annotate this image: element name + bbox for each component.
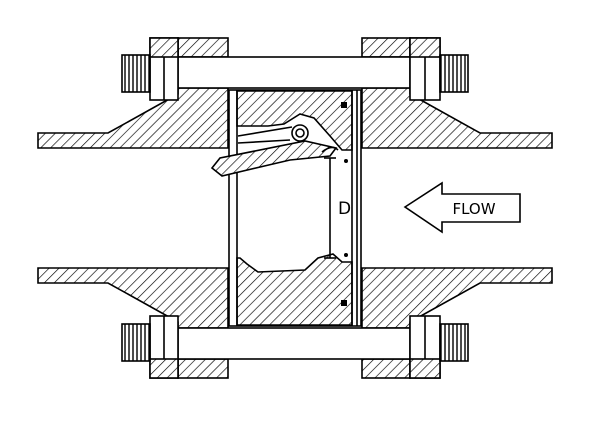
hinge-arm-lower bbox=[237, 139, 291, 144]
top-left-thread bbox=[121, 54, 151, 93]
seat-dot-top bbox=[344, 159, 348, 163]
left-flange-outer-top bbox=[177, 37, 229, 58]
valve-disc bbox=[210, 140, 338, 177]
disc-hook bbox=[321, 146, 339, 153]
seat-marker-top bbox=[341, 102, 347, 108]
nut-chamfer bbox=[409, 37, 441, 58]
seat-marker-bottom bbox=[341, 300, 347, 306]
bottom-left-nut bbox=[149, 315, 179, 379]
top-right-nut bbox=[409, 37, 441, 101]
top-right-thread bbox=[439, 54, 469, 93]
left-flange-outer-bottom bbox=[177, 358, 229, 379]
right-flange-outer-bottom bbox=[361, 358, 411, 379]
bottom-right-thread bbox=[439, 323, 469, 362]
flow-arrow bbox=[403, 181, 521, 234]
flow-label: FLOW bbox=[452, 200, 495, 218]
nut-chamfer bbox=[149, 358, 179, 379]
bottom-bolt-shank bbox=[177, 327, 411, 360]
nut-chamfer bbox=[149, 37, 179, 58]
seat-dot-bottom bbox=[344, 253, 348, 257]
right-pipe-flange-bottom bbox=[361, 267, 553, 329]
top-left-nut bbox=[149, 37, 179, 101]
bottom-left-thread bbox=[121, 323, 151, 362]
left-pipe-flange-top bbox=[37, 87, 229, 149]
nut-chamfer bbox=[409, 358, 441, 379]
hinge-pin-core bbox=[295, 128, 305, 138]
right-flange-outer-top bbox=[361, 37, 411, 58]
dimension-label: D bbox=[338, 199, 351, 219]
right-pipe-flange-top bbox=[361, 87, 553, 149]
bottom-right-nut bbox=[409, 315, 441, 379]
hinge-arm-upper bbox=[237, 126, 293, 137]
left-pipe-flange-bottom bbox=[37, 267, 229, 329]
top-bolt-shank bbox=[177, 56, 411, 89]
